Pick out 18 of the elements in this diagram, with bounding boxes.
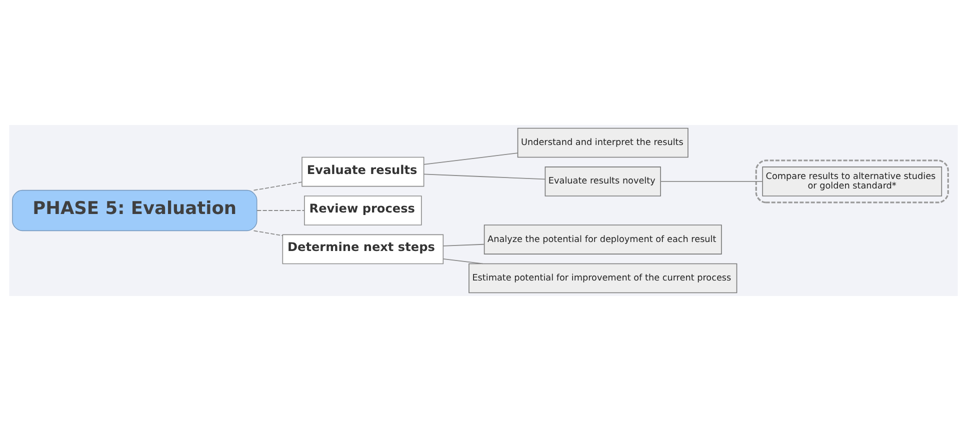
node-box: Analyze the potential for deployment of each result [484, 224, 722, 254]
connector [442, 244, 485, 246]
node-box: Review process [304, 196, 422, 226]
connector [253, 182, 302, 191]
connector [256, 210, 305, 211]
node-box: PHASE 5: Evaluation [12, 190, 258, 232]
node-box: Evaluate results [302, 156, 424, 187]
connector [423, 174, 546, 180]
node-box: Compare results to alternative studies or golden standard* [762, 166, 942, 196]
node-box: Evaluate results novelty [544, 166, 661, 196]
connector [253, 230, 284, 236]
node-box: Understand and interpret the results [517, 128, 688, 158]
connector [442, 258, 484, 264]
cluster [755, 160, 949, 204]
node-box: Determine next steps [282, 234, 444, 264]
connector [660, 181, 763, 182]
connector [423, 152, 518, 165]
node-box: Estimate potential for improvement of the current process [468, 263, 738, 294]
